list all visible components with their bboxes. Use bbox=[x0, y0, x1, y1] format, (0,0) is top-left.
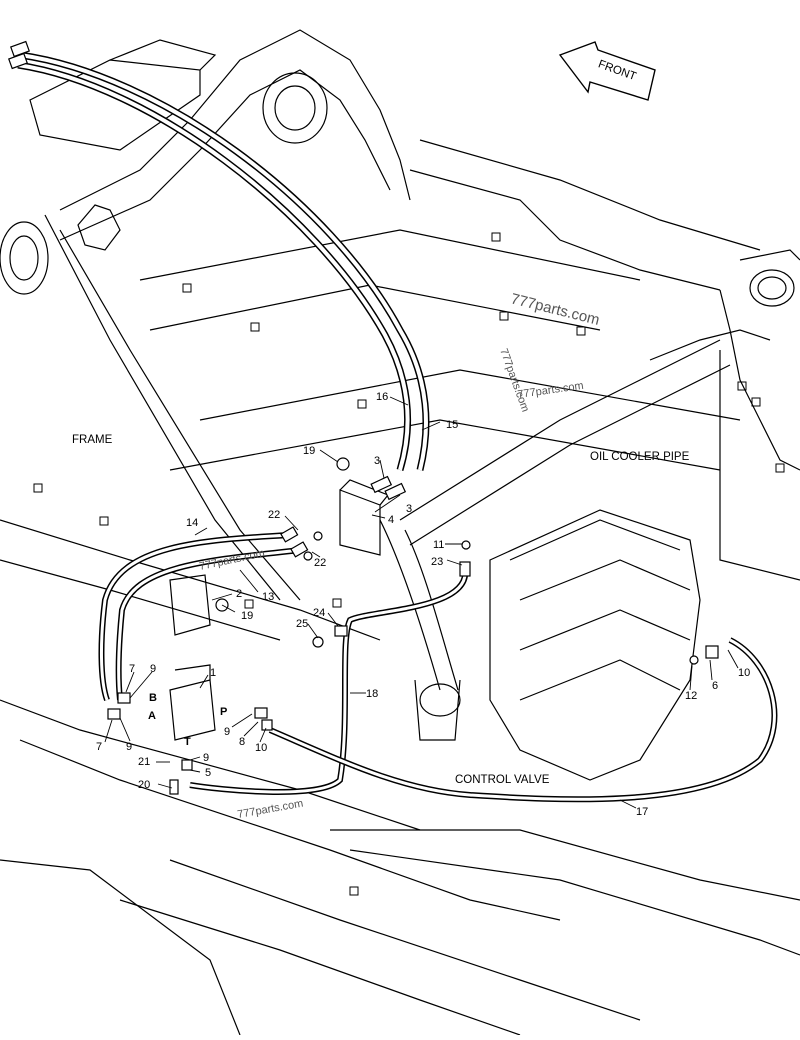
frame-structure bbox=[0, 29, 800, 1036]
watermark: 777parts.com bbox=[509, 290, 601, 328]
watermark: 777parts.com bbox=[517, 380, 585, 401]
callout-14: 14 bbox=[186, 517, 198, 529]
callout-15: 15 bbox=[446, 419, 458, 431]
callout-18: 18 bbox=[366, 688, 378, 700]
frame-markers bbox=[33, 232, 785, 896]
port-t-label: T bbox=[184, 736, 191, 748]
port-b-label: B bbox=[149, 692, 157, 704]
leader-lines bbox=[104, 396, 739, 809]
callout-17: 17 bbox=[636, 806, 648, 818]
label-control-valve: CONTROL VALVE bbox=[455, 774, 550, 786]
callout-10: 10 bbox=[255, 742, 267, 754]
callout-1: 1 bbox=[210, 667, 216, 679]
callout-9: 9 bbox=[126, 741, 132, 753]
callout-13: 13 bbox=[262, 591, 274, 603]
callout-7: 7 bbox=[129, 663, 135, 675]
port-p-label: P bbox=[220, 706, 227, 718]
callouts: 1 2 3 3 4 5 6 7 7 8 9 9 9 9 10 10 11 12 … bbox=[96, 391, 750, 818]
fittings bbox=[8, 40, 719, 795]
front-arrow: FRONT bbox=[558, 41, 656, 101]
callout-9: 9 bbox=[150, 663, 156, 675]
callout-10: 10 bbox=[738, 667, 750, 679]
callout-11: 11 bbox=[433, 539, 444, 551]
callout-19: 19 bbox=[241, 610, 253, 622]
callout-23: 23 bbox=[431, 556, 443, 568]
callout-3: 3 bbox=[374, 455, 380, 467]
callout-6: 6 bbox=[712, 680, 718, 692]
callout-24: 24 bbox=[313, 607, 325, 619]
callout-20: 20 bbox=[138, 779, 150, 791]
port-a-label: A bbox=[148, 710, 156, 722]
callout-7: 7 bbox=[96, 741, 102, 753]
callout-22: 22 bbox=[314, 557, 326, 569]
hose-16 bbox=[17, 61, 412, 472]
label-oil-cooler-pipe: OIL COOLER PIPE bbox=[590, 451, 690, 463]
callout-9: 9 bbox=[203, 752, 209, 764]
hoses bbox=[17, 51, 778, 803]
callout-9: 9 bbox=[224, 726, 230, 738]
label-frame: FRAME bbox=[72, 434, 113, 446]
callout-22: 22 bbox=[268, 509, 280, 521]
callout-2: 2 bbox=[236, 588, 242, 600]
callout-3: 3 bbox=[406, 503, 412, 515]
callout-8: 8 bbox=[239, 736, 245, 748]
callout-25: 25 bbox=[296, 618, 308, 630]
callout-16: 16 bbox=[376, 391, 388, 403]
callout-4: 4 bbox=[388, 514, 394, 526]
callout-5: 5 bbox=[205, 767, 211, 779]
watermark: 777parts.com bbox=[198, 547, 266, 573]
watermark: 777parts.com bbox=[236, 798, 304, 821]
watermark: 777parts.com bbox=[497, 347, 531, 414]
callout-19: 19 bbox=[303, 445, 315, 457]
callout-21: 21 bbox=[138, 756, 150, 768]
callout-12: 12 bbox=[685, 690, 697, 702]
